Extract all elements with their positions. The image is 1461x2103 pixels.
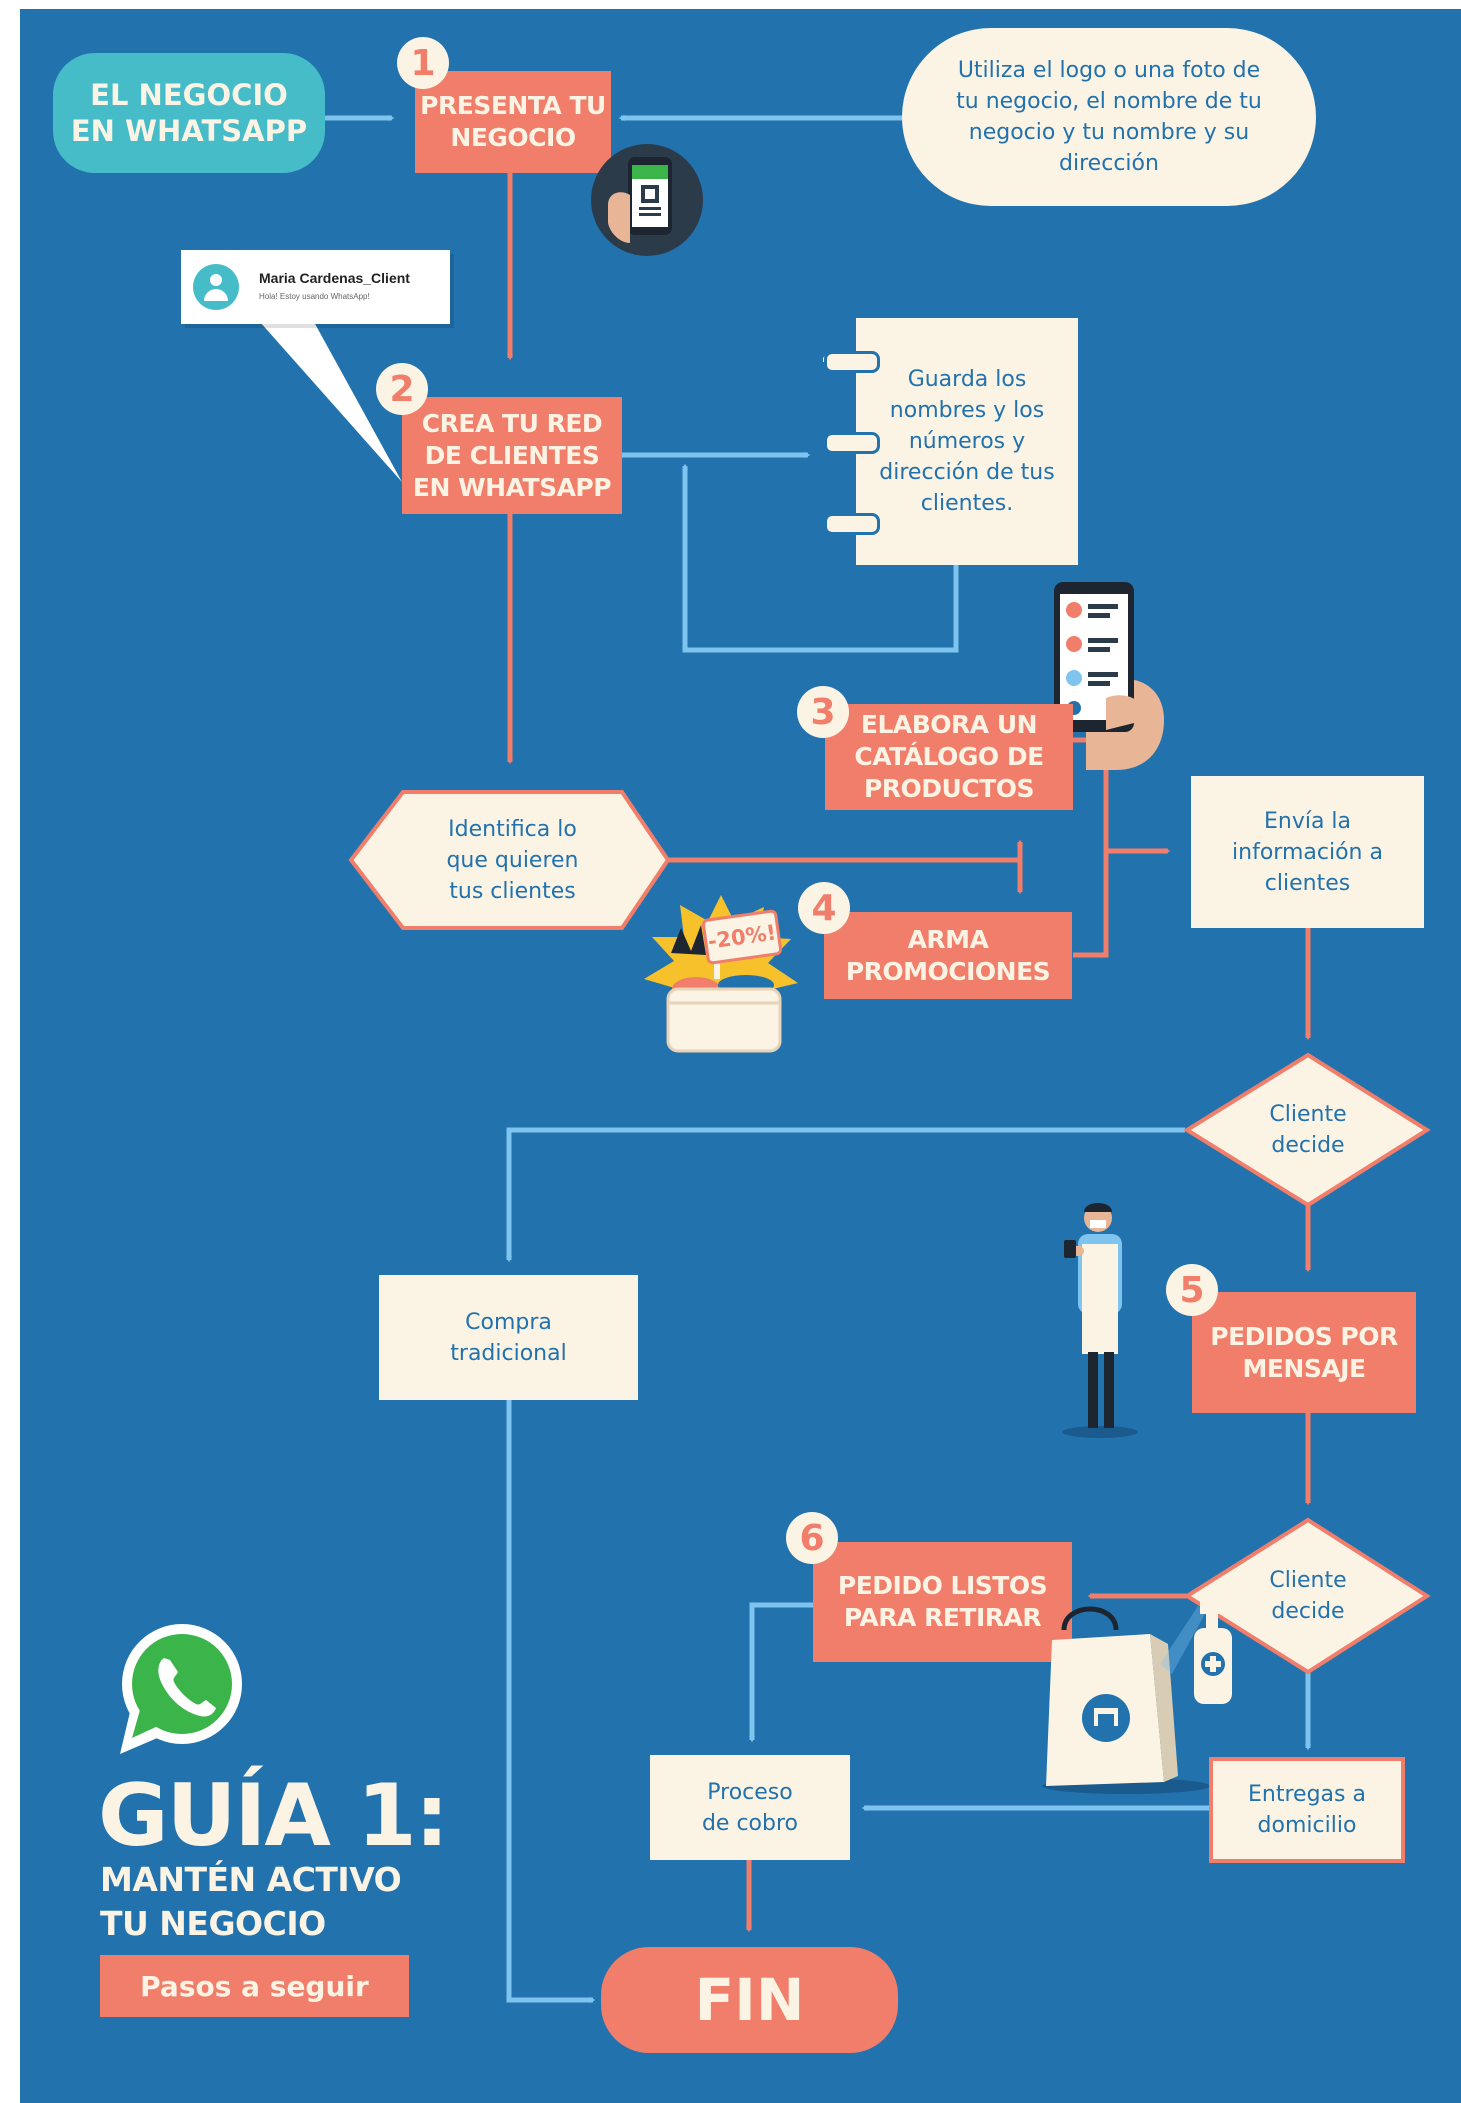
contact-status: Hola! Estoy usando WhatsApp! bbox=[259, 292, 370, 301]
identify-label: Identifica lo que quieren tus clientes bbox=[446, 816, 579, 904]
connector-notebook-loop bbox=[682, 463, 959, 653]
sanitizer-spray-icon bbox=[1160, 1600, 1232, 1704]
step-5-box: PEDIDOS POR MENSAJE bbox=[1192, 1292, 1416, 1413]
step-3-number: 3 bbox=[797, 686, 849, 738]
steps-badge: Pasos a seguir bbox=[100, 1955, 409, 2017]
connector-identify-catalog bbox=[668, 839, 1023, 863]
shopping-basket-icon bbox=[644, 895, 798, 1053]
step-6-box: PEDIDO LISTOS PARA RETIRAR bbox=[813, 1542, 1072, 1662]
whatsapp-logo-icon bbox=[120, 1624, 242, 1754]
delivery-note: Entregas a domicilio bbox=[1209, 1757, 1405, 1863]
contact-bubble-tail bbox=[260, 322, 402, 482]
guide-subtitle: MANTÉN ACTIVO TU NEGOCIO bbox=[100, 1860, 402, 1943]
decide-2-label: Cliente decide bbox=[1269, 1568, 1347, 1624]
step-6-number: 6 bbox=[786, 1512, 838, 1564]
notebook-ring-2 bbox=[824, 432, 880, 454]
traditional-note: Compra tradicional bbox=[379, 1275, 638, 1400]
step-1-number: 1 bbox=[397, 37, 449, 89]
step-4-number: 4 bbox=[798, 882, 850, 934]
send-info-note: Envía la información a clientes bbox=[1191, 776, 1424, 928]
step-2-number: 2 bbox=[376, 363, 428, 415]
user-avatar-icon bbox=[193, 264, 239, 310]
connector-decide-traditional bbox=[506, 1127, 1185, 1263]
contact-name: Maria Cardenas_Client bbox=[259, 270, 410, 286]
notebook-ring-1 bbox=[824, 351, 880, 373]
decision-diamond-2 bbox=[1183, 1517, 1431, 1675]
shopping-bag-icon bbox=[1042, 1606, 1210, 1794]
end-node: FIN bbox=[601, 1947, 898, 2053]
guide-title: GUÍA 1: bbox=[98, 1766, 449, 1866]
step-4-box: ARMA PROMOCIONES bbox=[824, 912, 1072, 999]
start-node: EL NEGOCIO EN WHATSAPP bbox=[53, 53, 325, 173]
phone-catalog-icon bbox=[1054, 582, 1164, 770]
notebook-note: Guarda los nombres y los números y direc… bbox=[856, 318, 1078, 565]
connector-catalog-trunk bbox=[1073, 737, 1109, 958]
step-3-box: ELABORA UN CATÁLOGO DE PRODUCTOS bbox=[825, 704, 1073, 810]
connector-traditional-end bbox=[506, 1400, 596, 2003]
step-1-box: PRESENTA TU NEGOCIO bbox=[415, 71, 611, 173]
connector-step6-payment bbox=[749, 1602, 813, 1743]
step-2-box: CREA TU RED DE CLIENTES EN WHATSAPP bbox=[402, 397, 622, 514]
shopkeeper-icon bbox=[1062, 1203, 1138, 1438]
contact-card: Maria Cardenas_Client Hola! Estoy usando… bbox=[181, 250, 450, 324]
decision-diamond-1 bbox=[1183, 1052, 1431, 1208]
identify-hexagon bbox=[348, 790, 671, 930]
payment-note: Proceso de cobro bbox=[650, 1755, 850, 1860]
background-panel bbox=[20, 9, 1461, 2103]
phone-qr-icon bbox=[591, 144, 703, 256]
logo-note: Utiliza el logo o una foto de tu negocio… bbox=[902, 28, 1316, 206]
decide-1-label: Cliente decide bbox=[1269, 1102, 1347, 1158]
step-5-number: 5 bbox=[1166, 1264, 1218, 1316]
notebook-ring-3 bbox=[824, 513, 880, 535]
